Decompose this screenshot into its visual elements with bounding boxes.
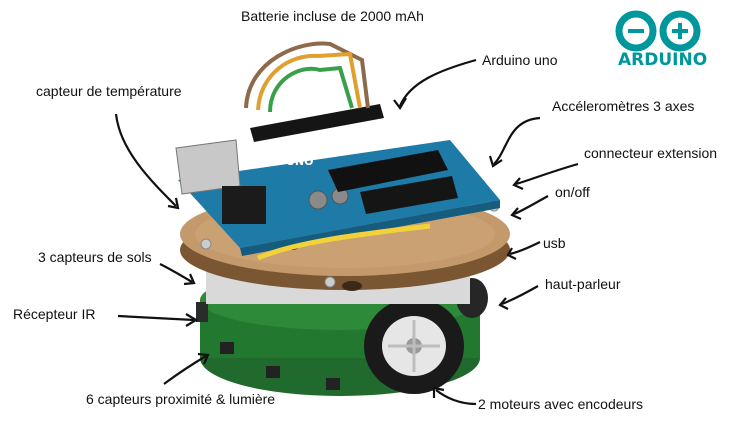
proximity-sensor (326, 378, 340, 390)
jumper-wire-orange (256, 51, 362, 111)
proximity-sensor (266, 366, 280, 378)
ir-receiver (196, 302, 208, 322)
label-onoff: on/off (555, 184, 590, 200)
arrow-speaker (501, 285, 539, 306)
jumper-wire-brown (244, 41, 370, 109)
power-jack (222, 186, 266, 224)
label-ir-receiver: Récepteur IR (13, 306, 96, 322)
arrow-motors (435, 389, 477, 406)
label-usb: usb (543, 235, 566, 251)
screw-icon (324, 276, 336, 288)
arduino-logo-icon (615, 10, 701, 52)
label-floor-sensors: 3 capteurs de sols (38, 249, 152, 265)
board-uno-text: UNO (286, 155, 314, 168)
header-pins-bottom (360, 176, 458, 214)
arrow-extension (515, 162, 579, 186)
arrow-accelerometer (493, 116, 541, 165)
label-temperature: capteur de température (36, 83, 182, 99)
yellow-wire (257, 223, 431, 261)
label-proximity: 6 capteurs proximité & lumière (86, 391, 276, 407)
arrow-proximity (163, 355, 207, 385)
label-extension: connecteur extension (584, 145, 718, 161)
label-arduino-uno: Arduino uno (482, 52, 558, 68)
proximity-sensor (220, 342, 234, 354)
arrow-onoff (513, 195, 549, 216)
jumper-wire-green (268, 65, 354, 113)
label-accelerometer: Accéleromètres 3 axes (552, 98, 695, 114)
usb-connector (175, 139, 241, 195)
microcontroller-chip (328, 150, 448, 192)
label-motors: 2 moteurs avec encodeurs (478, 396, 643, 412)
label-battery: Batterie incluse de 2000 mAh (241, 8, 424, 24)
annotation-arrows (114, 58, 579, 406)
header-pins-top (250, 104, 384, 142)
arrow-temperature (114, 113, 177, 207)
arrow-floor-sensors (159, 263, 193, 283)
arrow-usb (509, 241, 541, 256)
arduino-logo-text: ARDUINO (618, 50, 708, 70)
screw-icon (200, 238, 212, 250)
arrow-arduino-uno (398, 58, 477, 107)
label-speaker: haut-parleur (545, 276, 621, 292)
arrow-ir (117, 314, 195, 322)
